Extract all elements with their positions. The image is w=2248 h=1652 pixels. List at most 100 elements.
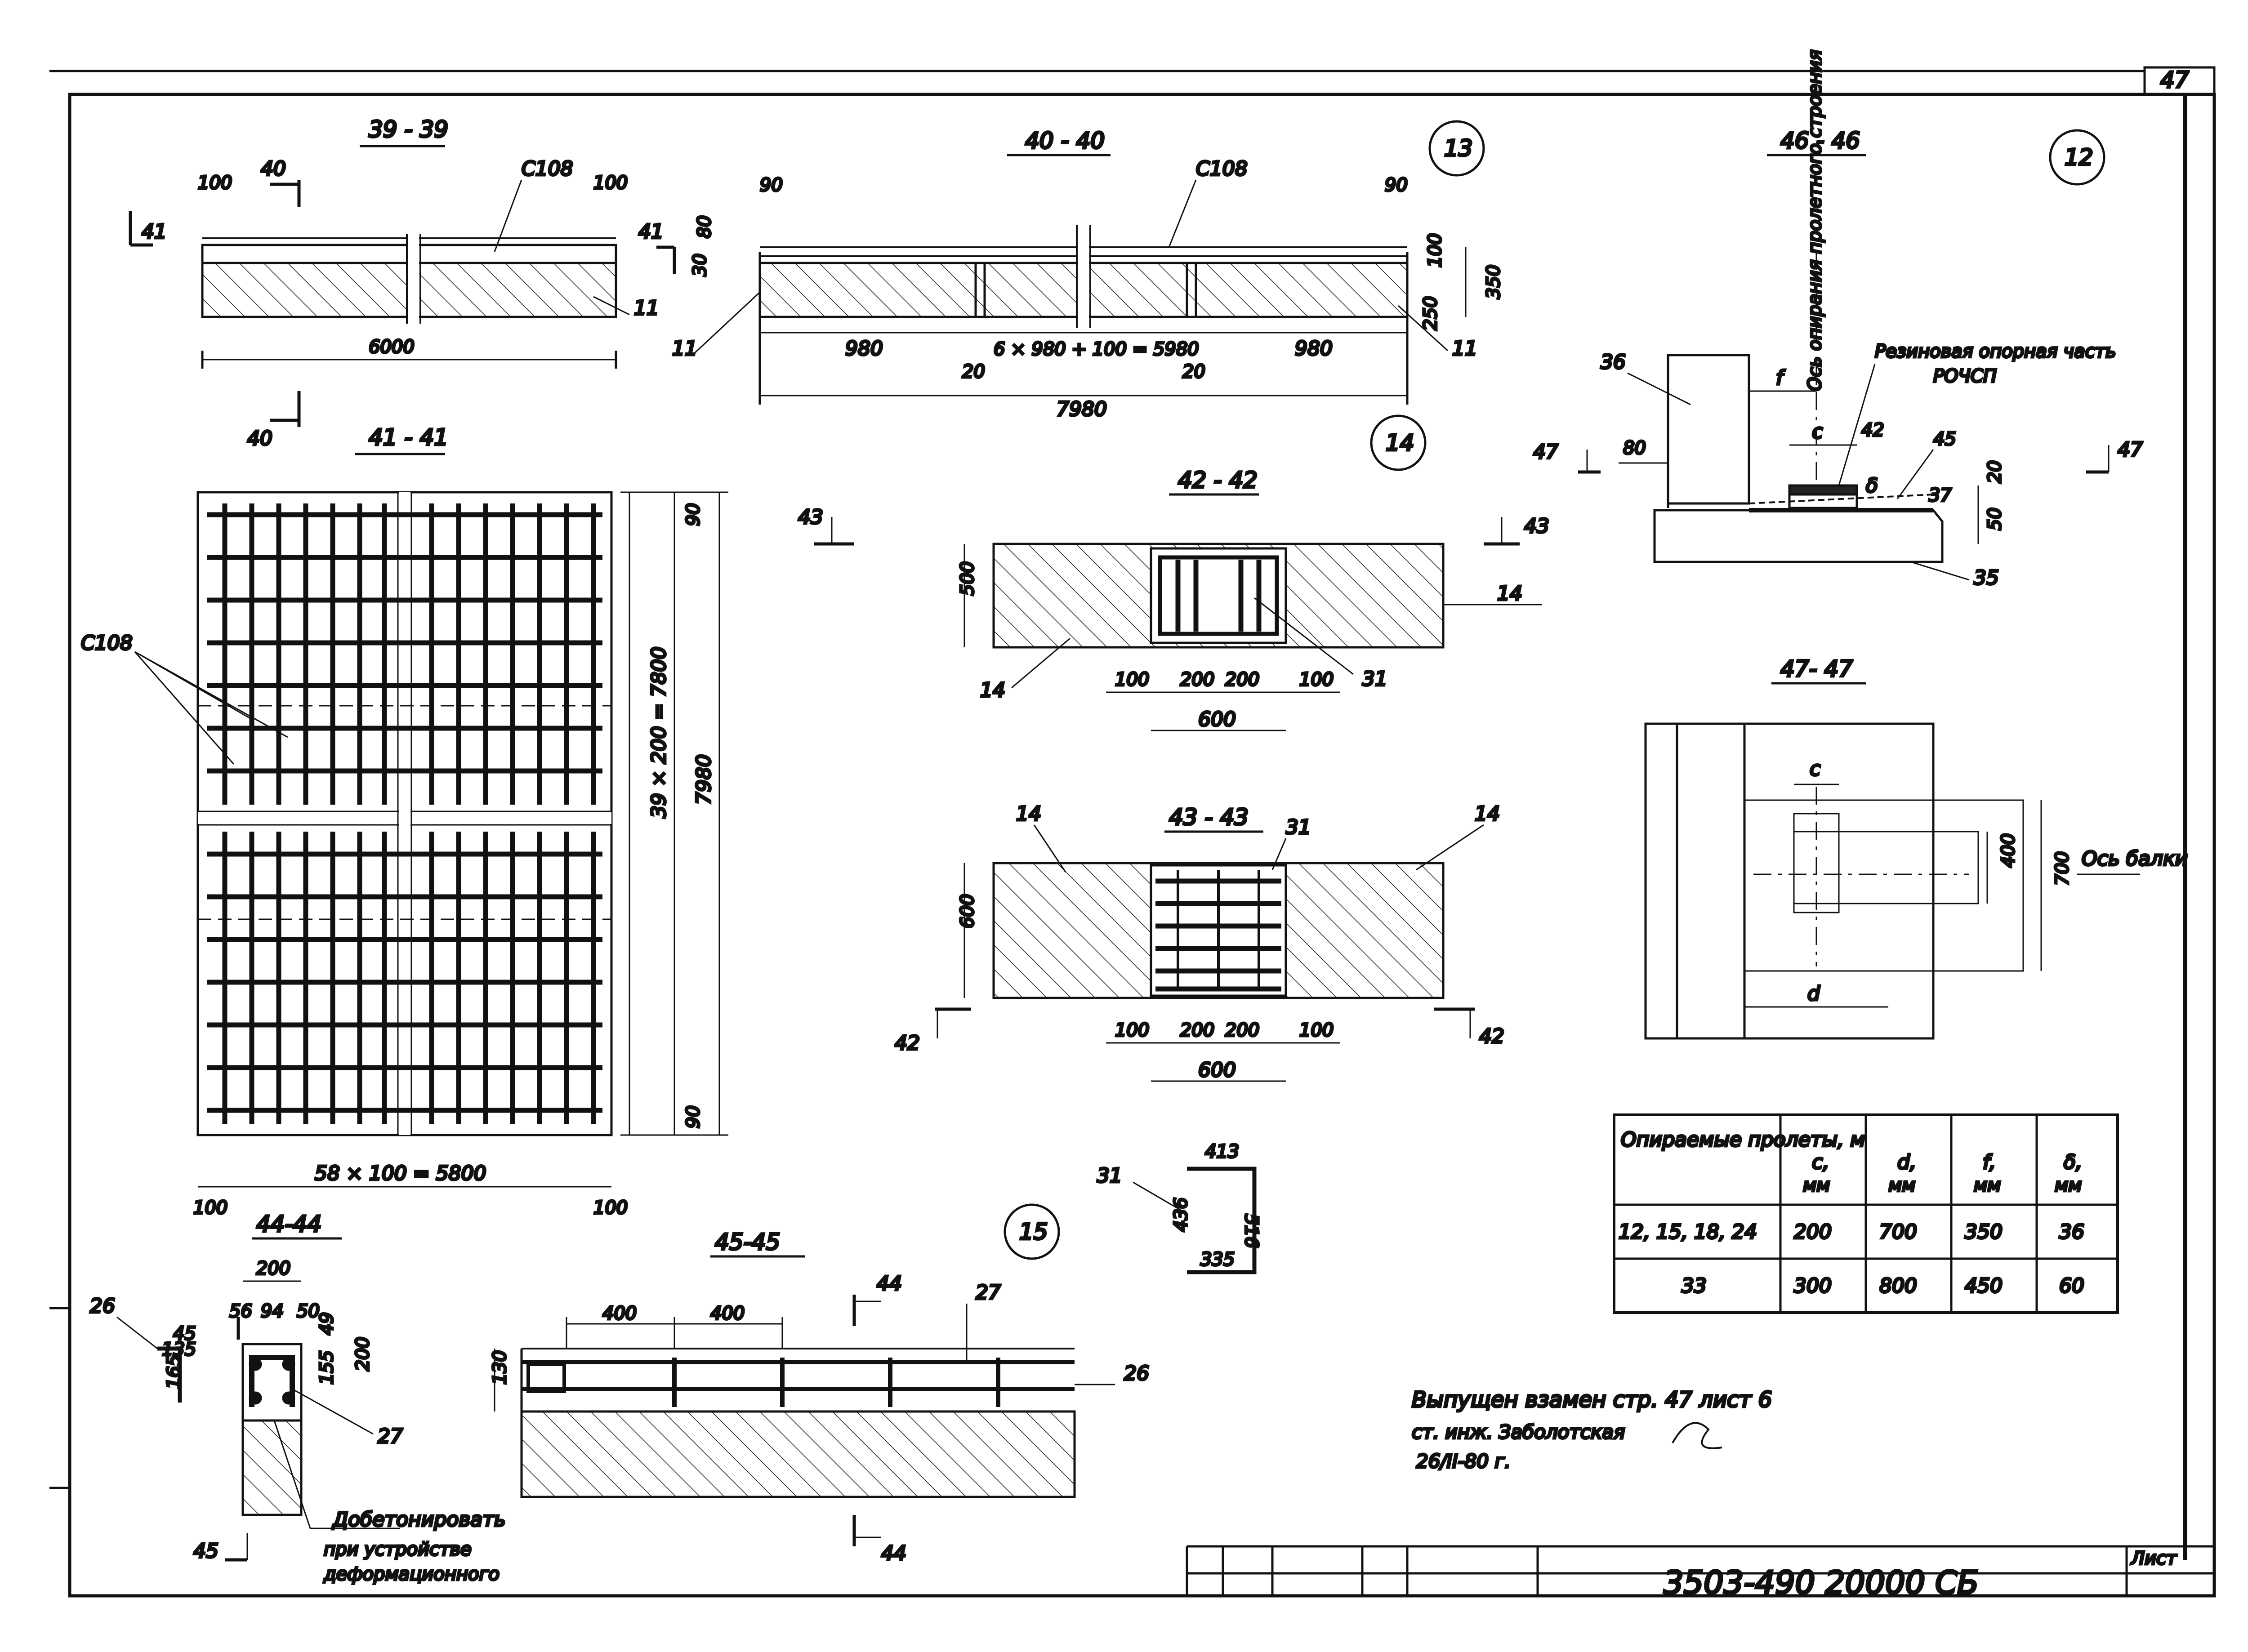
dim-100-left: 100 [198, 173, 232, 193]
dim-250: 250 [1420, 296, 1441, 330]
dim-100-42-left: 100 [1115, 669, 1149, 690]
dim-20-right: 20 [1182, 361, 1205, 382]
table-cell-r1-d: 700 [1879, 1220, 1917, 1243]
table-cell-r1-spans: 12, 15, 18, 24 [1619, 1220, 1757, 1243]
dim-20-46: 20 [1985, 460, 2005, 483]
dim-6000: 6000 [369, 337, 415, 357]
letter-c-46: c [1812, 420, 1823, 443]
dim-200-43-a: 200 [1180, 1020, 1214, 1041]
section-title-45: 45-45 [715, 1229, 780, 1255]
concrete-note-line2: при устройстве [324, 1539, 472, 1560]
section-title-39: 39 - 39 [369, 116, 448, 142]
dim-350-40: 350 [1483, 265, 1504, 299]
table-header-delta-unit: мм [2055, 1175, 2082, 1196]
dim-30: 30 [690, 254, 710, 276]
table-cell-r2-d: 800 [1879, 1274, 1917, 1297]
table-header-delta: δ, [2064, 1151, 2082, 1174]
mark-27-44: 27 [378, 1425, 403, 1448]
table-cell-r1-f: 350 [1965, 1220, 2003, 1243]
dim-400-45-a: 400 [602, 1303, 637, 1324]
dim-100-right: 100 [593, 173, 628, 193]
cut-mark-41-right: 41 [638, 220, 664, 243]
dim-200-43-b: 200 [1225, 1020, 1259, 1041]
dim-155-44: 155 [317, 1350, 337, 1385]
table-cell-r2-spans: 33 [1682, 1274, 1707, 1297]
title-block [1186, 1545, 2214, 1596]
dim-80-46: 80 [1623, 438, 1646, 459]
section-42: 42 - 42 500 100 200 200 100 600 14 14 31… [797, 466, 1551, 732]
mark-35: 35 [1974, 566, 1999, 589]
stamp-code: 3503-490 20000 СБ [1664, 1564, 1979, 1601]
dim-37-46: 37 [1929, 485, 1952, 506]
cut-mark-43-left: 43 [798, 506, 823, 529]
mark-45-46: 45 [1933, 429, 1956, 450]
dim-100-40: 100 [1425, 233, 1445, 267]
dim-50-46: 50 [1985, 508, 2005, 530]
section-40: 40 - 40 980 6 × 980 + 100 = 5980 980 20 … [638, 127, 1505, 422]
dim-7980-vertical: 7980 [692, 754, 715, 805]
table-header-spans: Опираемые пролеты, м [1621, 1128, 1865, 1151]
letter-c-47: c [1810, 757, 1820, 780]
section-title-42: 42 - 42 [1178, 467, 1258, 493]
table-header-f-unit: мм [1974, 1175, 2001, 1196]
dim-165-44: 165 [164, 1355, 184, 1389]
section-46: 46 - 46 f c δ Ось опирания пролетного ст… [1532, 49, 2144, 591]
dim-335: 335 [1200, 1249, 1235, 1270]
signature-mark [1672, 1422, 1722, 1449]
dim-rows: 39 × 200 = 7800 [647, 646, 670, 818]
rubber-bearing-label-2: РОЧСП [1933, 366, 1997, 387]
cut-mark-42-left: 42 [895, 1032, 920, 1055]
section-title-46: 46 - 46 [1780, 128, 1860, 154]
section-44: 44-44 [157, 1210, 342, 1516]
node-14: 14 [1386, 430, 1414, 456]
dim-45-44: 45 [173, 1323, 196, 1344]
table-cell-r1-c: 200 [1794, 1220, 1832, 1243]
cut-mark-44-top: 44 [877, 1272, 902, 1295]
dim-90-bottom: 90 [683, 1105, 704, 1128]
dim-90-left: 90 [760, 175, 783, 196]
dim-100-43-right: 100 [1299, 1020, 1334, 1041]
rubber-bearing-label: Резиновая опорная часть [1875, 341, 2116, 362]
mark-11-40-left: 11 [672, 337, 697, 360]
mark-c108-39: С108 [522, 157, 573, 180]
dim-90-right: 90 [1385, 175, 1408, 196]
page-number: 47 [2160, 67, 2189, 93]
mark-11-39: 11 [634, 297, 659, 320]
dim-90-top: 90 [683, 503, 704, 526]
cut-mark-43-right: 43 [1524, 515, 1549, 538]
mark-14-42-right: 14 [1497, 582, 1522, 605]
dim-100-bottom-right: 100 [593, 1198, 628, 1218]
dim-7980: 7980 [1057, 398, 1107, 421]
node-circles [1004, 120, 2105, 1260]
bar-31 [1187, 1167, 1257, 1274]
cut-mark-40-top: 40 [261, 157, 286, 180]
dim-600-43-vertical: 600 [957, 894, 978, 928]
table-cell-r1-delta: 36 [2059, 1220, 2084, 1243]
cut-mark-42-right: 42 [1479, 1025, 1504, 1048]
dim-400-45-b: 400 [710, 1303, 745, 1324]
support-axis-label: Ось опирания пролетного строения [1805, 49, 1825, 391]
table-cell-r2-c: 300 [1794, 1274, 1832, 1297]
mark-31-bar: 31 [1097, 1164, 1122, 1187]
cut-mark-47-right: 47 [2118, 438, 2143, 461]
node-13: 13 [1444, 135, 1473, 161]
section-47: 47- 47 c d 400 700 Ось балки [1644, 655, 2189, 1040]
section-43: 43 - 43 600 100 200 200 100 600 14 14 31 [894, 802, 1506, 1083]
table-header-c: c, [1812, 1151, 1829, 1174]
dim-130-45: 130 [490, 1350, 510, 1385]
section-title-47: 47- 47 [1780, 656, 1853, 682]
rebar-43 [1155, 870, 1281, 992]
dim-500: 500 [957, 561, 978, 596]
cut-mark-45-bottom: 45 [193, 1540, 219, 1563]
mark-42-46: 42 [1861, 420, 1884, 441]
table-header-f: f, [1983, 1151, 1996, 1174]
letter-d-47: d [1807, 982, 1820, 1005]
table-header-d-unit: мм [1888, 1175, 1915, 1196]
mark-14-42-left: 14 [980, 679, 1005, 702]
mark-36: 36 [1601, 351, 1626, 374]
letter-f-46: f [1776, 366, 1786, 389]
concrete-note-line3: деформационного [323, 1564, 500, 1585]
dim-200-44: 200 [256, 1258, 290, 1279]
